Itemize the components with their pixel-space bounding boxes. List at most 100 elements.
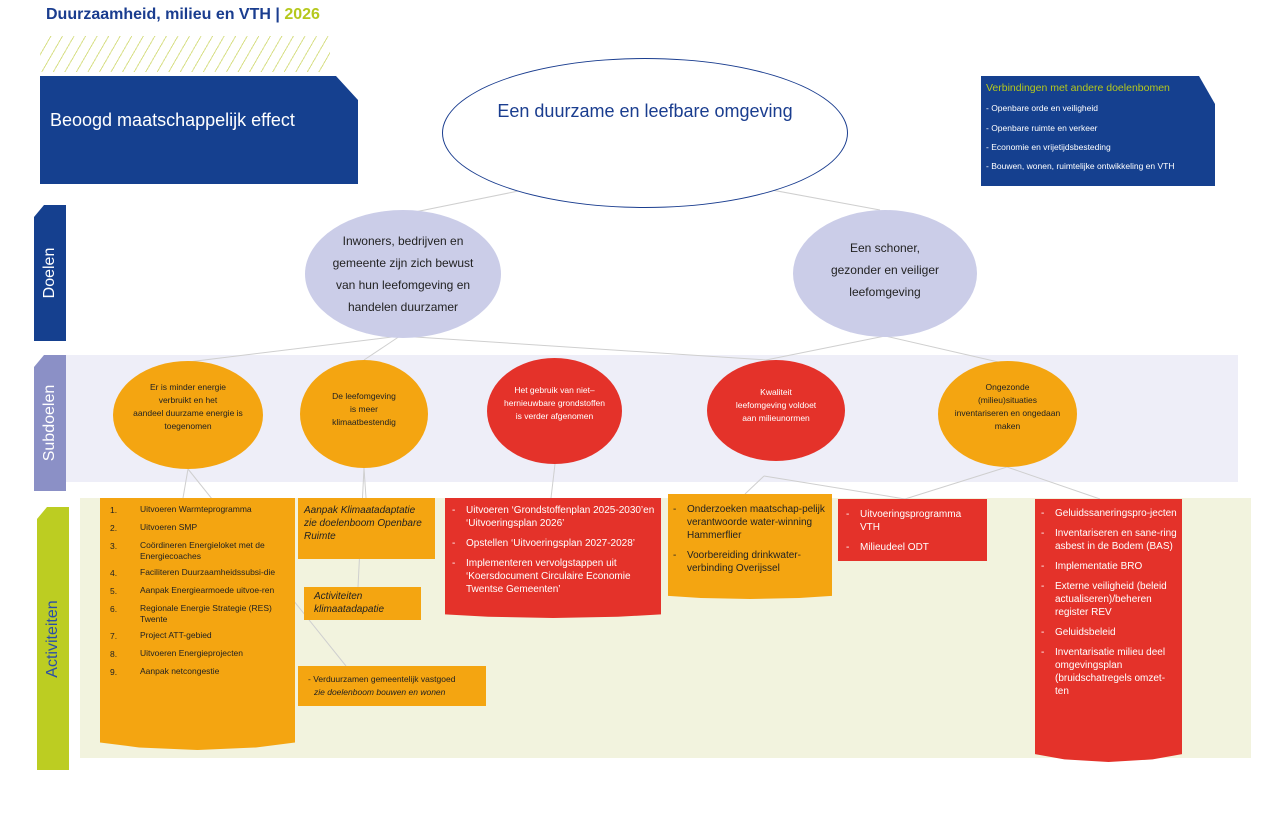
goal-line: leefomgeving [849,284,921,299]
main-goal-ellipse: Een duurzame en leefbare omgeving [442,58,848,208]
activity-item: -Inventarisatie milieu deel omgevingspla… [1041,646,1178,698]
activity-item: -Voorbereiding drinkwater-verbinding Ove… [673,549,826,575]
subgoal-line: aandeel duurzame energie is [133,408,243,418]
item-number: 2. [110,523,118,533]
connector-line [904,466,1008,500]
activity-card-real-estate: - Verduurzamen gemeentelijk vastgoed zie… [298,666,486,706]
item-number: 1. [110,505,118,515]
subgoal-ellipse: Er is minder energie verbruikt en het aa… [113,361,263,469]
bullet: - [1041,627,1045,638]
item-text: Uitvoeringsprogramma VTH [860,509,962,533]
activity-card-climate-ref[interactable]: Aanpak Klimaatadaptatie zie doelenboom O… [298,498,435,559]
subgoal-line: hernieuwbare grondstoffen [504,398,605,408]
item-text: Aanpak netcongestie [140,666,220,676]
item-text: Implementatie BRO [1055,561,1143,572]
activity-item: -Implementeren vervolgstappen uit ‘Koers… [452,557,655,596]
goal-line: van hun leefomgeving en [335,278,471,292]
activity-item: -Geluidsbeleid [1041,626,1178,639]
item-text: Faciliteren Duurzaamheidssubsi-die [140,567,276,577]
activity-item: -Opstellen ‘Uitvoeringsplan 2027-2028’ [452,537,655,550]
item-number: 7. [110,631,118,641]
subgoal-line: aan milieunormen [742,413,810,423]
bullet: - [846,542,850,553]
connector-line [884,335,1008,365]
connector-line [765,335,886,361]
bullet: - [673,504,677,515]
activity-item: -Onderzoeken maatschap-pelijk verantwoor… [673,503,826,542]
row-label-doelen: Doelen [34,205,66,341]
activity-item: -Uitvoeringsprogramma VTH [846,508,981,534]
connection-item[interactable]: - Openbare ruimte en verkeer [986,123,1098,133]
activity-item: 6.Regionale Energie Strategie (RES) Twen… [110,603,295,625]
bullet: - [1041,508,1045,519]
connector-line [363,467,367,499]
activity-item: 4. Faciliteren Duurzaamheidssubsi-die [110,567,295,580]
connection-item[interactable]: - Economie en vrijetijdsbesteding [986,142,1111,152]
item-reference[interactable]: zie doelenboom bouwen en wonen [314,687,446,697]
connector-line [1006,466,1101,500]
item-text: Milieudeel ODT [860,542,929,553]
item-text: Uitvoeren Energieprojecten [140,648,244,658]
connection-item[interactable]: - Bouwen, wonen, ruimtelijke ontwikkelin… [986,161,1175,171]
subgoal-line: klimaatbestendig [332,417,396,427]
bullet: - [846,509,850,520]
bullet: - [452,558,456,569]
activity-item: -Externe veiligheid (beleid actualiseren… [1041,580,1178,619]
connector-line [182,468,189,499]
title-year: 2026 [284,6,320,23]
activity-item: 2. Uitvoeren SMP [110,522,295,535]
goal-line: Inwoners, bedrijven en [342,234,464,248]
activity-item: -Geluidssaneringspro-jecten [1041,507,1178,520]
subgoal-ellipse: Ongezonde (milieu)situaties inventariser… [938,361,1077,467]
connector-line [187,335,401,363]
goal-line: gemeente zijn zich bewust [332,256,474,270]
bullet: - [1041,647,1045,658]
item-text: Opstellen ‘Uitvoeringsplan 2027-2028’ [466,538,635,549]
connection-item[interactable]: - Openbare orde en veiligheid [986,103,1098,113]
item-text: Aanpak Energiearmoede uitvoe-ren [140,585,275,595]
bullet: - [452,505,456,516]
activity-item: 8. Uitvoeren Energieprojecten [110,648,295,661]
subgoal-line: Er is minder energie [149,382,227,392]
item-number: 9. [110,667,118,677]
item-number: 8. [110,649,118,659]
activity-item: 9. Aanpak netcongestie [110,666,295,679]
activity-item: 7. Project ATT-gebied [110,630,295,643]
item-text: Project ATT-gebied [140,630,212,640]
item-text: - Verduurzamen gemeentelijk vastgoed [308,674,456,684]
item-number: 3. [110,541,118,551]
activity-card-resources: -Uitvoeren ‘Grondstoffenplan 2025-2030’e… [445,498,661,618]
activity-item: -Inventariseren en sane-ring asbest in d… [1041,527,1178,553]
subgoal-ellipse: De leefomgeving is meer klimaatbestendig [300,360,428,468]
effect-banner [40,76,358,184]
item-text: Uitvoeren SMP [140,522,198,532]
subgoal-line: is meer [350,404,378,414]
item-text: Inventarisatie milieu deel omgevingsplan… [1055,647,1166,697]
subgoal-ellipse: Kwaliteit leefomgeving voldoet aan milie… [707,360,845,461]
item-text: Externe veiligheid (beleid actualiseren)… [1055,581,1167,618]
item-text: Coördineren Energieloket met de Energiec… [140,540,265,561]
item-text: Implementeren vervolgstappen uit ‘Koersd… [466,558,631,595]
item-text: Voorbereiding drinkwater-verbinding Over… [687,550,801,574]
page-title: Duurzaamheid, milieu en VTH | 2026 [46,6,320,24]
item-number: 6. [110,604,118,614]
connections-title: Verbindingen met andere doelenbomen [986,82,1170,94]
subgoal-line: Het gebruik van niet– [514,385,595,395]
connector-line [399,335,767,361]
item-text: Uitvoeren ‘Grondstoffenplan 2025-2030’en… [466,505,655,529]
activity-card-energy: 1.Uitvoeren Warmteprogramma 2.Uitvoeren … [100,498,295,750]
item-number: 4. [110,568,118,578]
subgoal-line: (milieu)situaties [977,395,1038,405]
item-text: Geluidsbeleid [1055,627,1116,638]
bullet: - [1041,528,1045,539]
activity-card-climate-activities: Activiteiten klimaatadapatie [304,587,421,620]
activity-item: -Milieudeel ODT [846,541,981,554]
goal-ellipse: Een schoner, gezonder en veiliger leefom… [793,210,977,337]
subgoal-line: Ongezonde [985,382,1030,392]
bullet: - [1041,581,1045,592]
goal-ellipse: Inwoners, bedrijven en gemeente zijn zic… [305,210,501,338]
title-text: Duurzaamheid, milieu en VTH [46,6,271,23]
connector-line [550,463,556,499]
subgoal-line: inventariseren en ongedaan [954,408,1061,418]
main-goal-text: Een duurzame en leefbare omgeving [497,100,793,121]
